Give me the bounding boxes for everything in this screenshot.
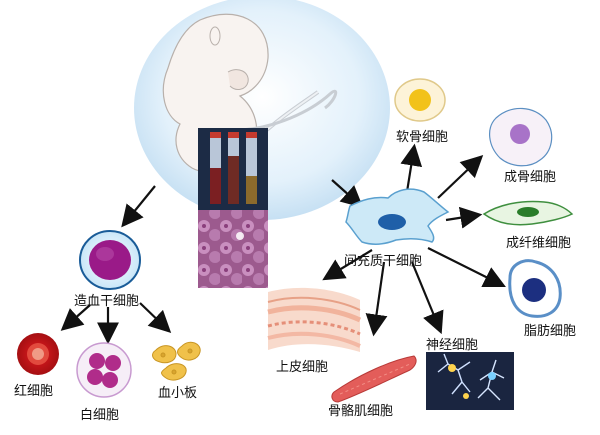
label-osteoblast: 成骨细胞 — [504, 170, 557, 185]
fibroblast — [482, 200, 574, 226]
red-blood-cell — [17, 333, 59, 375]
label-skeletal-muscle-cell: 骨骼肌细胞 — [328, 404, 394, 419]
platelets — [152, 341, 201, 381]
hematopoietic-stem-cell — [79, 230, 141, 290]
epithelial-tissue — [267, 287, 362, 352]
label-epithelial-cell: 上皮细胞 — [276, 360, 329, 375]
adipocyte — [508, 259, 562, 318]
label-white-blood-cell: 白细胞 — [80, 408, 120, 423]
white-blood-cell — [76, 342, 132, 398]
chondrocyte — [394, 78, 446, 122]
label-adipocyte: 脂肪细胞 — [524, 324, 577, 339]
neuron-cells — [426, 352, 514, 410]
blood-tubes-photo — [198, 128, 268, 210]
label-fibroblast: 成纤维细胞 — [506, 236, 572, 251]
blood-smear-photo — [198, 210, 268, 288]
label-hematopoietic-stem-cell: 造血干细胞 — [74, 294, 140, 309]
label-platelet: 血小板 — [158, 386, 198, 401]
label-chondrocyte: 软骨细胞 — [396, 130, 449, 145]
skeletal-muscle-cell — [331, 355, 417, 403]
arrows — [60, 143, 506, 345]
osteoblast — [489, 107, 553, 167]
blood-smear-highlight — [236, 232, 244, 240]
label-mesenchymal-stem-cell: 间充质干细胞 — [344, 254, 423, 269]
label-red-blood-cell: 红细胞 — [14, 384, 54, 399]
mesenchymal-stem-cell — [345, 188, 450, 245]
label-neuron: 神经细胞 — [426, 338, 479, 353]
